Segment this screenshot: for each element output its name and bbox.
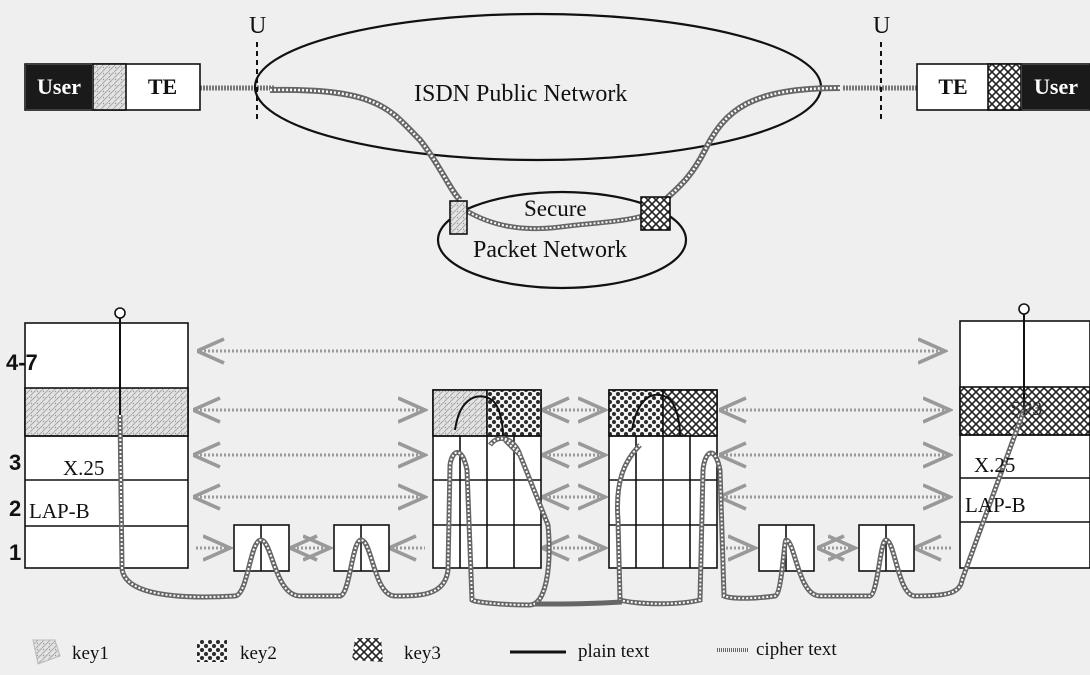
- left-te-box: TE: [147, 74, 178, 99]
- legend-key1: key1: [72, 643, 109, 664]
- legend-swatches: [32, 638, 749, 665]
- packet-network-ellipse: [436, 190, 688, 290]
- app-endpoint-right: [1018, 303, 1030, 315]
- legend-plain-text: plain text: [578, 641, 650, 662]
- key3-box-packet: [640, 196, 671, 231]
- layer-label-2: 2: [9, 496, 22, 521]
- left-stack: [24, 322, 189, 569]
- layer-label-4-7: 4-7: [6, 350, 38, 375]
- right-x25-label: X.25: [974, 453, 1016, 477]
- right-user-box: User: [1022, 65, 1090, 109]
- legend-key2: key2: [240, 643, 277, 664]
- app-endpoint-left: [114, 307, 126, 319]
- u-label-right: U: [873, 13, 891, 39]
- left-x25-label: X.25: [63, 456, 105, 480]
- protocol-stacks: [24, 303, 1090, 608]
- key2-swatch: [197, 640, 227, 662]
- layer-label-1: 1: [9, 540, 22, 565]
- plain-text-lines: [119, 314, 1025, 437]
- cipher-signal-path: [117, 409, 1027, 608]
- right-lapb-label: LAP-B: [965, 493, 1026, 517]
- layer-label-3: 3: [9, 450, 22, 475]
- left-user-box: User: [26, 65, 92, 109]
- right-sp-label: SP3: [1010, 398, 1043, 420]
- legend-cipher-text: cipher text: [756, 639, 837, 660]
- key3-swatch: [352, 638, 383, 662]
- isdn-network-label: ISDN Public Network: [414, 81, 628, 107]
- repeaters: [233, 524, 915, 572]
- key1-box-packet: [449, 200, 468, 235]
- left-lapb-label: LAP-B: [29, 499, 90, 523]
- packet-network-label: Packet Network: [473, 237, 627, 263]
- right-te-box: TE: [938, 74, 968, 99]
- key1-swatch: [32, 639, 61, 665]
- legend-key3: key3: [404, 643, 441, 664]
- secure-label: Secure: [524, 196, 587, 221]
- u-label-left: U: [249, 13, 267, 39]
